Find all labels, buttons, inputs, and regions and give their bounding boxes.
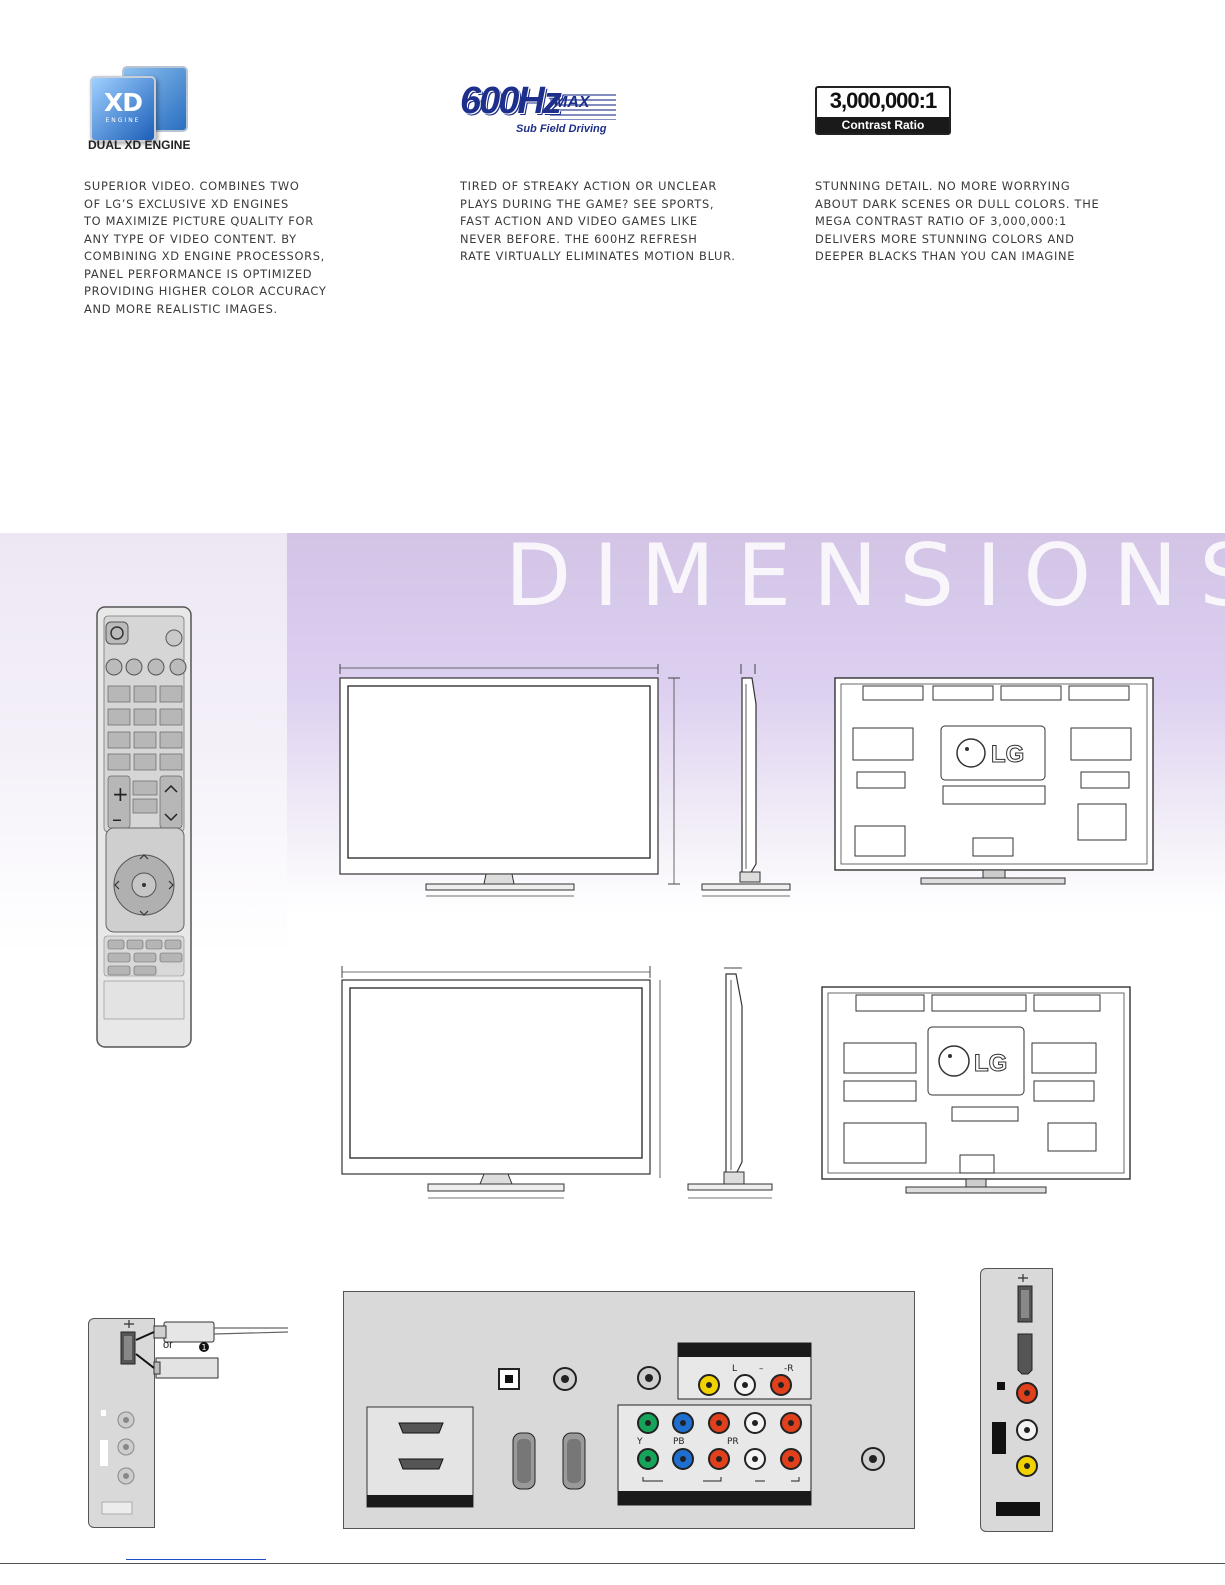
tv-front-view-1 [339, 664, 680, 897]
contrast-logo-number: 3,000,000:1 [829, 88, 937, 113]
xd-logo-subtext: ENGINE [105, 117, 141, 124]
tv-side-view-1 [701, 664, 791, 897]
tv-front-view-2 [341, 966, 661, 1199]
svg-text:–: – [112, 807, 122, 831]
600hz-logo: 600Hz MAX Sub Field Driving [460, 60, 760, 155]
component-label-y: Y [636, 1437, 643, 1447]
xd-engine-chip-icon: XD ENGINE [90, 76, 156, 142]
xd-engine-description: SUPERIOR VIDEO. COMBINES TWO OF LG’S EXC… [84, 179, 327, 316]
usb-or-label: or [163, 1339, 173, 1351]
audio-label-r: -R [784, 1364, 794, 1374]
tv-back-brand-2: LG [974, 1050, 1007, 1077]
component-label-pr: PR [727, 1437, 739, 1447]
feature-contrast-ratio: 3,000,000:1 Contrast Ratio STUNNING DETA… [815, 60, 1115, 263]
speed-lines-icon [550, 94, 616, 120]
contrast-description: STUNNING DETAIL. NO MORE WORRYING ABOUT … [815, 179, 1100, 263]
usb-connection-drawing: 1 [100, 1320, 289, 1515]
dimensions-title: DIMENSIONS [505, 526, 1225, 626]
600hz-logo-main: 600Hz [460, 80, 562, 122]
xd-engine-logo: XD ENGINE DUAL XD ENGINE [84, 60, 384, 155]
bottom-rule [0, 1563, 1225, 1564]
tv-back-brand-1: LG [991, 741, 1024, 768]
tv-back-view-1: LG [834, 677, 1154, 885]
side-connector-drawing [992, 1274, 1040, 1516]
600hz-description: TIRED OF STREAKY ACTION OR UNCLEAR PLAYS… [460, 179, 736, 263]
side-connector-panel [980, 1268, 1053, 1532]
xd-logo-text: XD [103, 88, 143, 117]
rear-connector-drawing: L – -R Y PB PR [366, 1342, 885, 1508]
tv-back-view-2: LG [821, 986, 1131, 1194]
bottom-link-underline [126, 1559, 266, 1560]
contrast-logo-label: Contrast Ratio [817, 117, 949, 133]
component-label-pb: PB [673, 1437, 685, 1447]
xd-logo-caption: DUAL XD ENGINE [88, 138, 191, 152]
audio-label-l: L [732, 1364, 737, 1374]
600hz-logo-max: MAX [554, 94, 590, 111]
contrast-logo: 3,000,000:1 Contrast Ratio [815, 60, 1115, 155]
600hz-logo-sub: Sub Field Driving [516, 123, 607, 135]
feature-dual-xd-engine: XD ENGINE DUAL XD ENGINE SUPERIOR VIDEO.… [84, 60, 384, 316]
feature-600hz: 600Hz MAX Sub Field Driving TIRED OF STR… [460, 60, 760, 263]
contrast-logo-box: 3,000,000:1 Contrast Ratio [815, 86, 951, 135]
usb-step-number: 1 [202, 1343, 207, 1352]
audio-label-dash: – [759, 1364, 764, 1374]
svg-text:+: + [112, 782, 129, 806]
tv-side-view-2 [687, 967, 773, 1199]
remote-control-drawing: + – [96, 606, 192, 1048]
